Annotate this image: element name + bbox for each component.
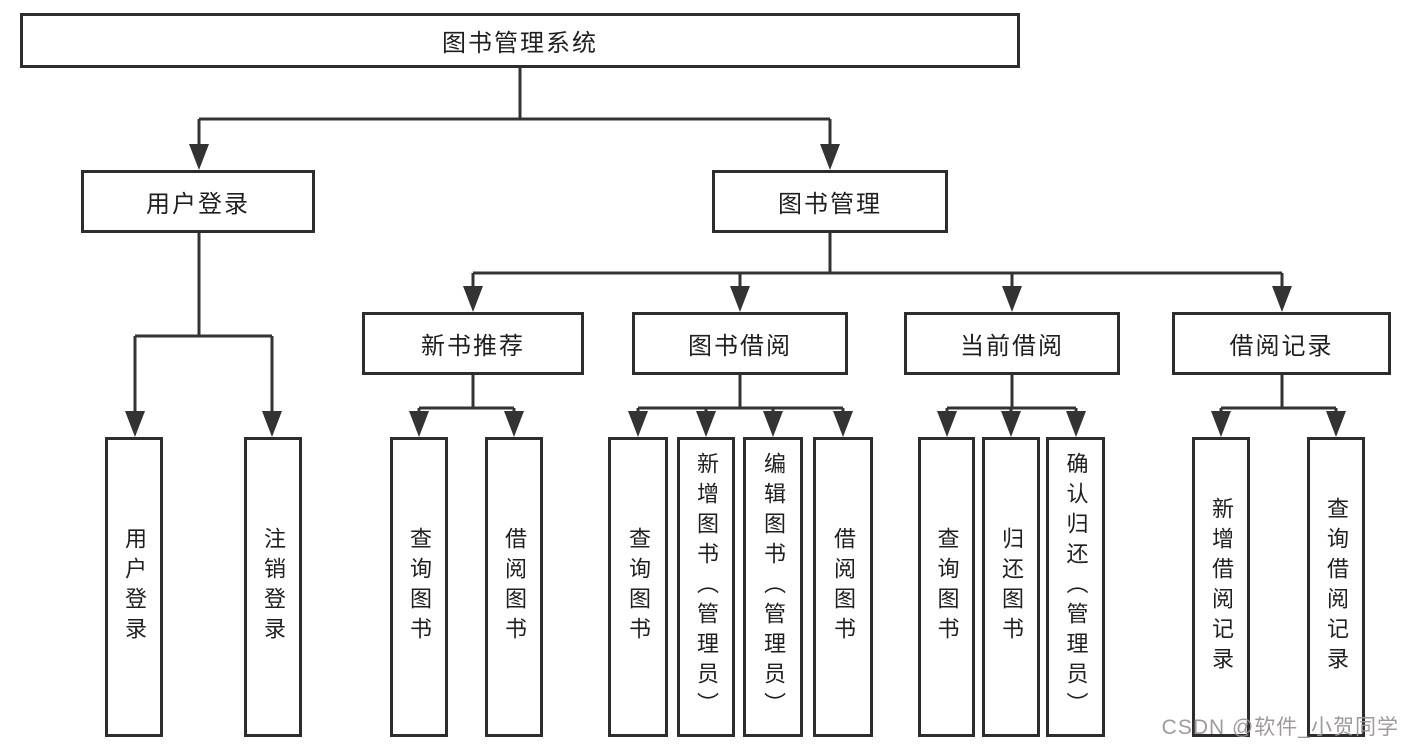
node-user-login-action: 用户登录 [105, 437, 163, 737]
node-add-books-admin: 新增图书（管理员） [677, 437, 735, 737]
node-borrow-records: 借阅记录 [1172, 312, 1391, 375]
node-recommend-borrow-books: 借阅图书 [485, 437, 543, 737]
node-logout-action: 注销登录 [244, 437, 302, 737]
node-current-borrowing: 当前借阅 [904, 312, 1120, 375]
node-confirm-return-admin: 确认归还（管理员） [1046, 437, 1105, 737]
node-query-borrow-record: 查询借阅记录 [1307, 437, 1365, 737]
node-return-books: 归还图书 [982, 437, 1040, 737]
node-current-query-books: 查询图书 [918, 437, 975, 737]
node-edit-books-admin: 编辑图书（管理员） [743, 437, 803, 737]
node-book-borrowing: 图书借阅 [632, 312, 848, 375]
node-borrowing-borrow-books: 借阅图书 [813, 437, 873, 737]
node-borrowing-query-books: 查询图书 [608, 437, 668, 737]
node-recommend-query-books: 查询图书 [390, 437, 448, 737]
node-library-management-system: 图书管理系统 [20, 13, 1020, 68]
node-user-login: 用户登录 [81, 170, 315, 233]
node-new-book-recommendation: 新书推荐 [362, 312, 584, 375]
node-book-management: 图书管理 [712, 170, 948, 233]
node-add-borrow-record: 新增借阅记录 [1192, 437, 1250, 737]
